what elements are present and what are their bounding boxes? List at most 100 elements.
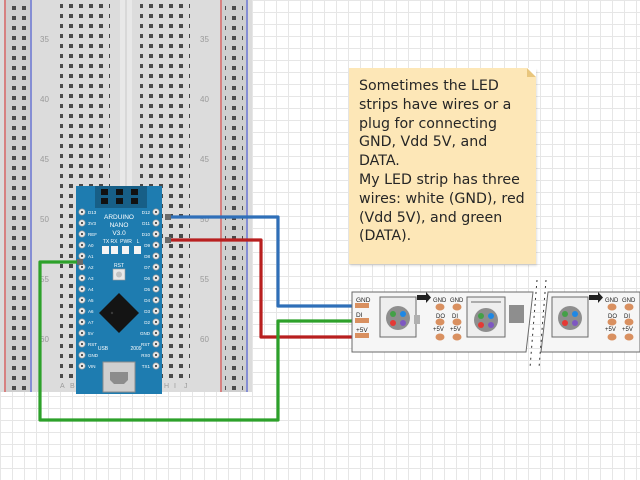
vdd-wire[interactable]	[168, 238, 352, 339]
left-pin-hole-5	[81, 266, 83, 268]
arduino-version: V3.0	[112, 230, 126, 237]
strip-pads-1	[435, 303, 462, 341]
tx-led	[102, 246, 109, 254]
led-1-red-die	[390, 320, 396, 326]
strip-label-5v: +5V	[356, 327, 368, 334]
strip-pad-group-1: GND GND DO DI +5V +5V	[433, 298, 464, 333]
usb-connector	[102, 361, 136, 393]
col-letter-b: B	[70, 383, 75, 390]
led-3-lens	[558, 306, 582, 330]
strip-pad-gnd	[355, 303, 369, 308]
right-pin-label-10: D2	[144, 320, 150, 325]
microcontroller-chip	[99, 293, 139, 333]
icsp-pin-2	[131, 189, 138, 195]
right-pin-hole-8	[155, 299, 157, 301]
rail-holes-right	[225, 0, 243, 392]
strip-cut-line-1	[529, 279, 538, 369]
right-pin-label-0: D12	[142, 210, 151, 215]
led-strip: GND DI +5V GND	[351, 279, 640, 369]
led-2-controller-die	[488, 322, 494, 328]
left-pin-label-7: A4	[88, 287, 94, 292]
arduino-silkscreen: ARDUINO NANO V3.0 TX RX PWR L RST USB 20…	[98, 214, 142, 352]
pad2-gnd-2	[624, 303, 634, 311]
rx-led	[111, 246, 118, 254]
usb-port-opening	[110, 372, 128, 384]
sticky-note[interactable]: Sometimes the LED strips have wires or a…	[349, 68, 536, 264]
pad2-label-gnd-2: GND	[622, 298, 636, 304]
led-1-controller-die	[400, 320, 406, 326]
led-1-lens	[386, 306, 410, 330]
strip-label-di: DI	[356, 312, 363, 319]
pad2-label-do: DO	[608, 314, 617, 320]
arduino-board	[76, 186, 162, 394]
breadboard: 35 35 40 40 45 45 50 50 55 55 60 60 A B …	[0, 0, 252, 392]
pad2-gnd-1	[607, 303, 617, 311]
left-pin-hole-12	[81, 343, 83, 345]
right-pin-label-9: D3	[144, 309, 150, 314]
right-pin-hole-7	[155, 288, 157, 290]
icsp-pins	[101, 189, 138, 204]
left-pin-label-14: VIN	[88, 364, 96, 369]
right-pin-label-12: RST	[141, 342, 150, 347]
pad2-label-5v-1: +5V	[605, 327, 616, 333]
right-pin-label-1: D11	[142, 221, 150, 226]
pad-label-5v-2: +5V	[450, 327, 461, 333]
row-label-40-right: 40	[200, 95, 209, 104]
led-2-lens	[474, 308, 498, 332]
led-1-tab	[414, 315, 420, 324]
data-wire[interactable]	[38, 260, 352, 422]
vdd-wire-end	[165, 237, 171, 243]
left-pin-label-6: A3	[88, 276, 94, 281]
l-led	[134, 246, 141, 254]
pad-label-gnd-1: GND	[433, 298, 447, 304]
row-label-55-left: 55	[40, 275, 49, 284]
left-pin-hole-4	[81, 255, 83, 257]
left-pin-label-3: A0	[88, 243, 94, 248]
left-pin-label-13: GND	[88, 353, 99, 358]
right-pin-label-14: TX1	[142, 364, 151, 369]
right-pin-hole-4	[155, 255, 157, 257]
led-3-blue-die	[572, 311, 578, 317]
left-pin-label-2: REF	[88, 232, 97, 237]
strip-label-gnd: GND	[356, 297, 371, 304]
pad2-label-gnd-1: GND	[605, 298, 619, 304]
pwr-led	[122, 246, 129, 254]
right-pin-label-3: D9	[144, 243, 150, 248]
led-2-capacitor	[509, 305, 524, 323]
pad-di	[452, 318, 462, 326]
gnd-wire[interactable]	[168, 215, 352, 308]
icsp-pin-1	[116, 189, 123, 195]
strip-pad-di	[355, 318, 369, 323]
icsp-pin-4	[116, 198, 123, 204]
pad-label-di: DI	[452, 314, 458, 320]
right-pin-hole-13	[155, 354, 157, 356]
left-pin-hole-1	[81, 222, 83, 224]
pad-5v-2	[452, 333, 462, 341]
pad-label-5v-1: +5V	[433, 327, 444, 333]
row-label-55-right: 55	[200, 275, 209, 284]
pad-gnd-2	[452, 303, 462, 311]
rail-holes-left	[10, 0, 28, 392]
right-pin-hole-11	[155, 332, 157, 334]
left-pin-label-12: RST	[88, 342, 97, 347]
left-pin-hole-0	[81, 211, 83, 213]
row-label-50-left: 50	[40, 215, 49, 224]
arduino-model: NANO	[110, 222, 129, 229]
row-label-35-left: 35	[40, 35, 49, 44]
arduino-usb-label: USB	[98, 346, 109, 352]
data-direction-arrow-icon-2	[589, 292, 603, 303]
arduino-pwr-label: PWR	[120, 239, 132, 245]
pad2-5v-2	[624, 333, 634, 341]
left-pin-label-11: 5V	[88, 331, 94, 336]
pad2-label-di: DI	[624, 314, 630, 320]
left-pin-hole-13	[81, 354, 83, 356]
right-pin-hole-1	[155, 222, 157, 224]
note-text-1: Sometimes the LED strips have wires or a…	[359, 78, 512, 170]
led-2-blue-die	[488, 313, 494, 319]
left-pin-label-5: A2	[88, 265, 94, 270]
strip-cut-line-2	[538, 279, 547, 369]
led-1-blue-die	[400, 311, 406, 317]
pad-gnd-1	[435, 303, 445, 311]
arduino-brand: ARDUINO	[104, 214, 134, 221]
